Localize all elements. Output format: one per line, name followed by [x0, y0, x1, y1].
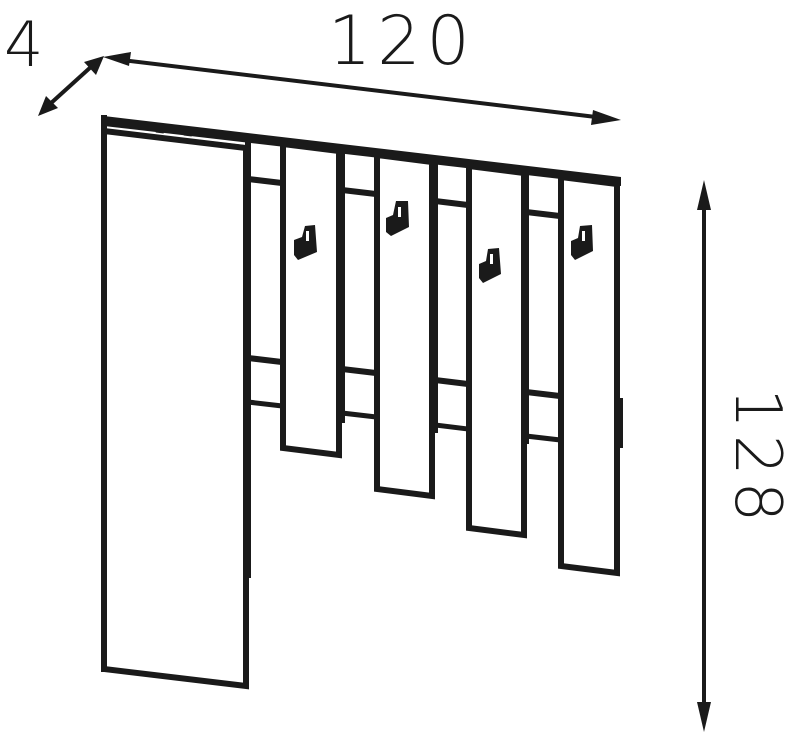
- middle-rail: [244, 354, 564, 400]
- depth-arrowhead-end-icon: [84, 56, 104, 75]
- height-arrowhead-top-icon: [697, 180, 711, 210]
- hook-icon: [386, 201, 409, 236]
- height-arrowhead-bottom-icon: [697, 702, 711, 732]
- hook-2: [386, 201, 409, 236]
- slat-4: [558, 173, 620, 577]
- height-dimension: 128: [697, 180, 794, 732]
- lower-rail: [245, 399, 563, 443]
- width-arrowhead-start-icon: [103, 52, 131, 66]
- slat-3: [466, 162, 527, 539]
- width-dimension: 120: [103, 2, 621, 125]
- depth-dimension: 4: [4, 8, 104, 116]
- width-label: 120: [328, 2, 476, 81]
- depth-label: 4: [4, 8, 43, 81]
- slat-2: [374, 151, 435, 500]
- depth-arrowhead-start-icon: [38, 96, 58, 116]
- hook-4: [571, 225, 593, 260]
- upper-rail: [244, 175, 564, 220]
- width-arrowhead-end-icon: [591, 110, 621, 125]
- hook-icon: [294, 225, 317, 260]
- height-label: 128: [720, 388, 794, 528]
- hook-icon: [479, 248, 501, 283]
- width-arrow-line: [119, 57, 599, 120]
- slat-1: [280, 140, 342, 459]
- mirror-panel: [101, 115, 249, 690]
- hook-1: [294, 225, 317, 260]
- depth-arrow-line: [47, 63, 95, 107]
- hook-3: [479, 248, 501, 283]
- hook-icon: [571, 225, 593, 260]
